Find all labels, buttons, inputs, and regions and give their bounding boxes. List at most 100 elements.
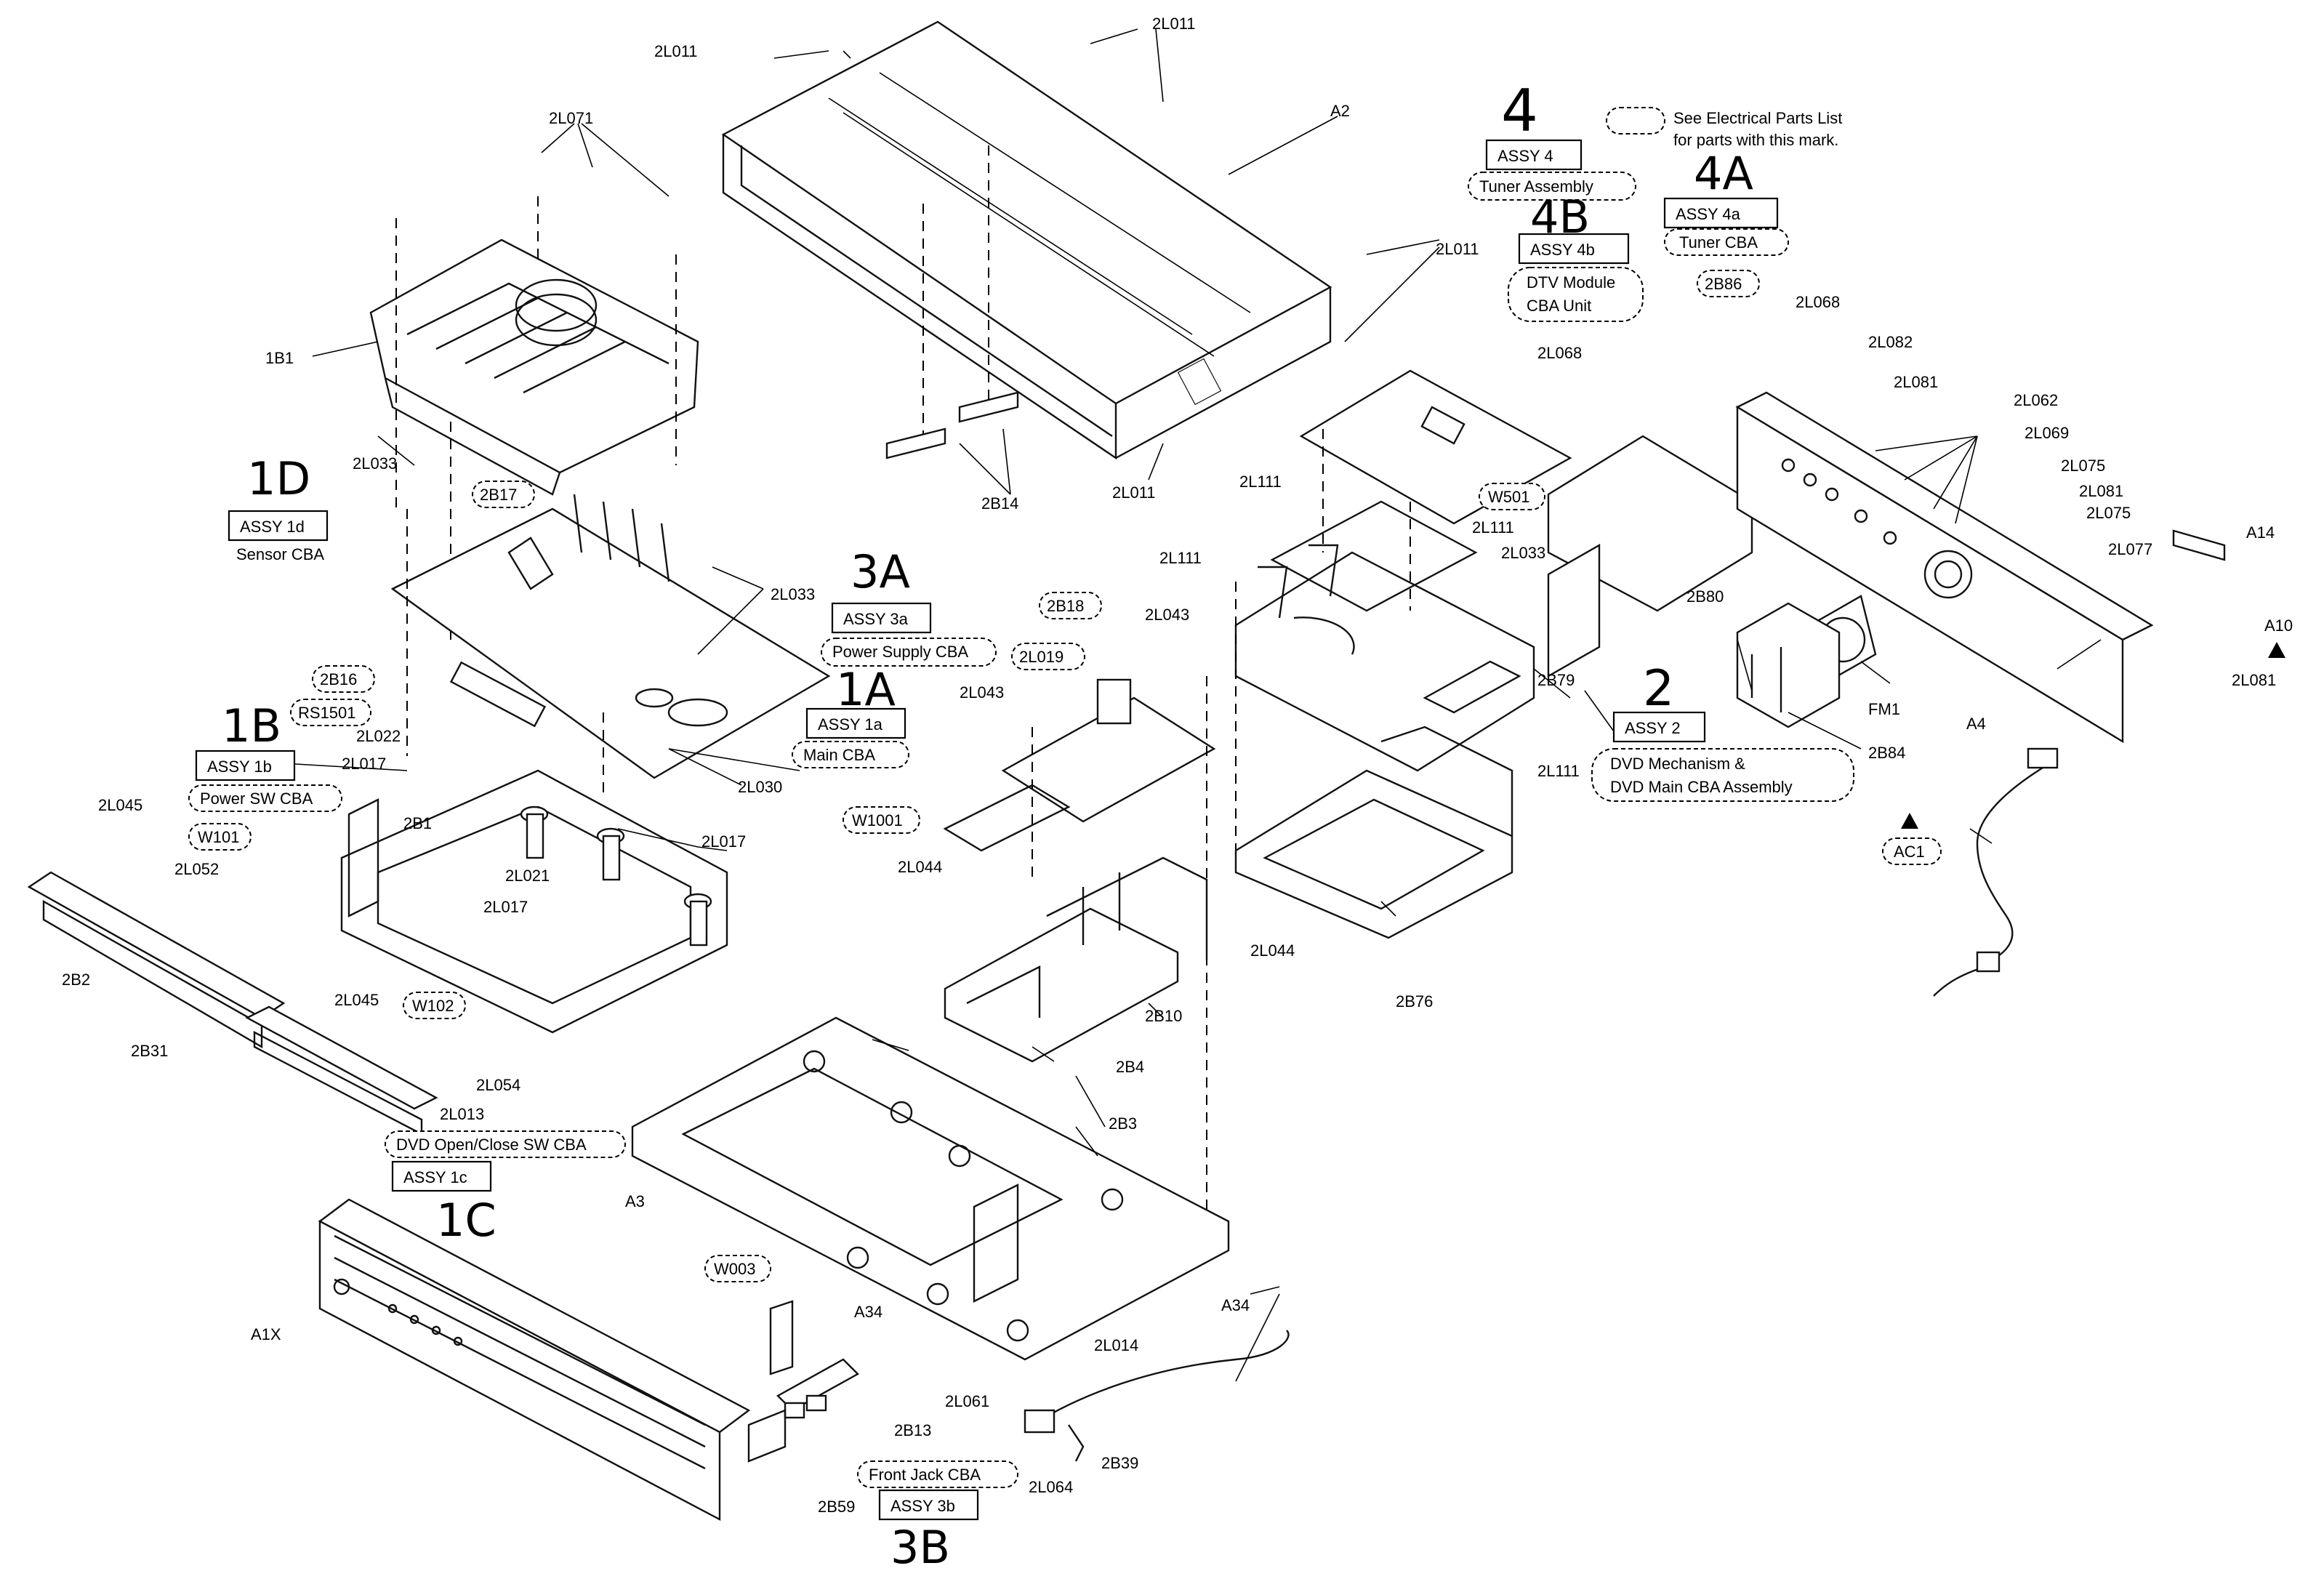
dvd-tray-2b76	[1234, 726, 1513, 939]
circled-2b17: 2B17	[480, 486, 517, 504]
part-2b1: 2B1	[403, 814, 432, 832]
assembly-1a: 1A ASSY 1a Main CBA	[792, 663, 909, 768]
part-a34-b: A34	[1221, 1296, 1250, 1314]
assy-1a-name: Main CBA	[803, 746, 875, 764]
assembly-3b: Front Jack CBA ASSY 3b 3B	[857, 1460, 1018, 1571]
assy-2-name1: DVD Mechanism &	[1610, 755, 1745, 773]
part-2l021: 2L021	[505, 867, 550, 885]
leader-lines	[283, 28, 2102, 1382]
hand-label-1c: 1C	[436, 1194, 496, 1247]
part-2l062: 2L062	[2014, 391, 2058, 409]
warning-icon	[2268, 642, 2285, 658]
assy-1c-name: DVD Open/Close SW CBA	[396, 1136, 587, 1154]
circled-ac1: AC1	[1894, 843, 1925, 861]
part-2l013: 2L013	[440, 1105, 484, 1123]
assembly-3a: 3A ASSY 3a Power Supply CBA	[821, 545, 997, 667]
main-cba-board	[390, 494, 831, 800]
assy-1c-box: ASSY 1c	[403, 1168, 467, 1186]
part-2l068-a: 2L068	[1796, 293, 1840, 311]
assembly-4b: 4B ASSY 4b DTV Module CBA Unit	[1508, 190, 1644, 322]
front-panel-a1x	[318, 1198, 751, 1521]
assy-4b-name1: DTV Module	[1527, 273, 1615, 292]
assy-3a-name: Power Supply CBA	[832, 643, 968, 661]
part-2b76: 2B76	[1396, 992, 1433, 1010]
hand-label-3a: 3A	[851, 545, 910, 598]
part-2l044-b: 2L044	[1250, 941, 1295, 960]
part-fm1: FM1	[1868, 700, 1900, 718]
legend-text-line2: for parts with this mark.	[1673, 131, 1838, 149]
part-2l075-b: 2L075	[2086, 504, 2131, 522]
part-2l030: 2L030	[738, 778, 782, 796]
hand-label-1b: 1B	[222, 699, 281, 752]
part-2l014: 2L014	[1094, 1336, 1138, 1354]
assy-1d-box: ASSY 1d	[240, 518, 305, 536]
part-2b3: 2B3	[1109, 1114, 1137, 1133]
assy-2-box: ASSY 2	[1625, 719, 1681, 737]
vcr-mechanism-1b1	[369, 196, 699, 640]
assembly-4a: 4A ASSY 4a Tuner CBA	[1663, 147, 1789, 256]
part-2l081-b: 2L081	[2079, 482, 2123, 500]
part-a34-a: A34	[854, 1303, 882, 1321]
part-2l033-b: 2L033	[771, 585, 815, 603]
part-a3: A3	[625, 1192, 645, 1210]
part-2l068-b: 2L068	[1537, 344, 1582, 362]
warning-icons	[1901, 642, 2285, 829]
warning-icon	[1901, 813, 1918, 829]
assembly-2: 2 ASSY 2 DVD Mechanism & DVD Main CBA As…	[1591, 660, 1854, 802]
assy-1b-name: Power SW CBA	[200, 789, 313, 808]
circled-w003: W003	[714, 1260, 755, 1278]
hand-label-4a: 4A	[1694, 147, 1753, 200]
part-2l111-b: 2L111	[1159, 549, 1202, 567]
part-2b2: 2B2	[62, 971, 90, 989]
assy-1b-box: ASSY 1b	[207, 758, 272, 776]
part-2l111-d: 2L111	[1537, 762, 1580, 780]
assy-4-name: Tuner Assembly	[1479, 177, 1593, 196]
part-labels: 2L011 2L011 2L011 2L011 A2 2L071 1B1 2B1…	[62, 15, 2293, 1516]
part-2l022: 2L022	[356, 727, 401, 745]
part-2l017-a: 2L017	[342, 755, 386, 773]
part-2b84: 2B84	[1868, 744, 1905, 762]
legend-text-line1: See Electrical Parts List	[1673, 109, 1842, 127]
circled-w1001: W1001	[852, 811, 903, 829]
assy-1a-box: ASSY 1a	[818, 715, 883, 734]
dvd-mechanism	[1234, 500, 1535, 858]
part-2b59: 2B59	[818, 1498, 855, 1516]
front-jack-cba	[747, 1300, 859, 1463]
assembly-1c: DVD Open/Close SW CBA ASSY 1c 1C	[385, 1130, 626, 1247]
legend: See Electrical Parts List for parts with…	[1606, 107, 1842, 149]
assembly-1b: 1B ASSY 1b Power SW CBA	[188, 699, 342, 812]
assy-4b-name2: CBA Unit	[1527, 297, 1591, 315]
hand-label-4: 4	[1501, 77, 1538, 145]
part-2l052: 2L052	[174, 860, 219, 878]
power-supply-cba	[943, 676, 1216, 1236]
assy-3a-box: ASSY 3a	[843, 610, 909, 628]
assy-4b-box: ASSY 4b	[1530, 241, 1595, 259]
circled-w102: W102	[412, 997, 454, 1015]
part-1b1: 1B1	[265, 349, 294, 367]
part-2l043-b: 2L043	[960, 683, 1004, 702]
part-2b31: 2B31	[131, 1042, 168, 1060]
hand-label-1d: 1D	[247, 452, 310, 505]
part-2l081-c: 2L081	[2232, 671, 2276, 689]
circled-2b18: 2B18	[1047, 597, 1084, 615]
part-2b10: 2B10	[1145, 1007, 1182, 1025]
part-2l011-c: 2L011	[1436, 240, 1479, 258]
part-2l082: 2L082	[1868, 333, 1913, 351]
part-2l017-c: 2L017	[483, 898, 528, 916]
assy-4-box: ASSY 4	[1497, 147, 1553, 165]
part-2l045-a: 2L045	[98, 796, 142, 814]
part-2l033-c: 2L033	[1501, 544, 1545, 562]
legend-dashed-mark	[1606, 107, 1665, 134]
fan-bracket-2b84	[1736, 602, 1841, 728]
assy-2-name2: DVD Main CBA Assembly	[1610, 778, 1793, 796]
part-2l011-a: 2L011	[654, 42, 698, 60]
part-2l064: 2L064	[1029, 1478, 1073, 1496]
assembly-4: 4 ASSY 4 Tuner Assembly	[1468, 77, 1636, 201]
part-2l111-c: 2L111	[1472, 518, 1514, 537]
rear-panel-a4	[1735, 391, 2154, 744]
part-a14: A14	[2246, 523, 2275, 542]
circled-w101: W101	[198, 828, 239, 846]
bottom-chassis-a3	[631, 1016, 1230, 1361]
circled-rs1501: RS1501	[298, 704, 356, 722]
